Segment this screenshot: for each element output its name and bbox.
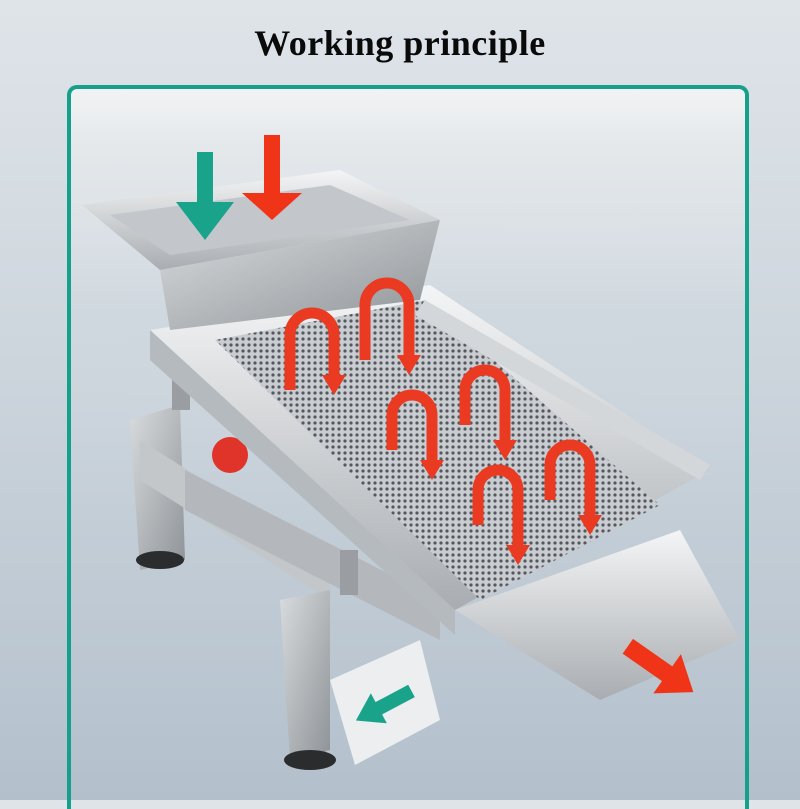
u-arrow-icon [359,277,415,360]
red-down-arrow-icon [242,135,302,220]
u-arrow-icon [386,389,438,460]
support-frame [130,365,440,770]
coarse-outlet-chute [455,530,740,700]
u-arrow-icon [459,364,511,440]
u-arrow-icon [544,439,596,515]
coarse-outlet-arrow-icon [622,638,694,694]
foot-pad [284,750,336,770]
spring [340,550,358,595]
flow-arrows [284,277,596,545]
vibration-motor [212,437,248,473]
u-arrow-icon [284,307,340,390]
page-title: Working principle [254,23,546,63]
fine-outlet-arrow-icon [355,684,415,724]
foot-pad [136,551,184,569]
u-arrow-icon [472,464,524,545]
teal-down-arrow-icon [176,152,234,240]
